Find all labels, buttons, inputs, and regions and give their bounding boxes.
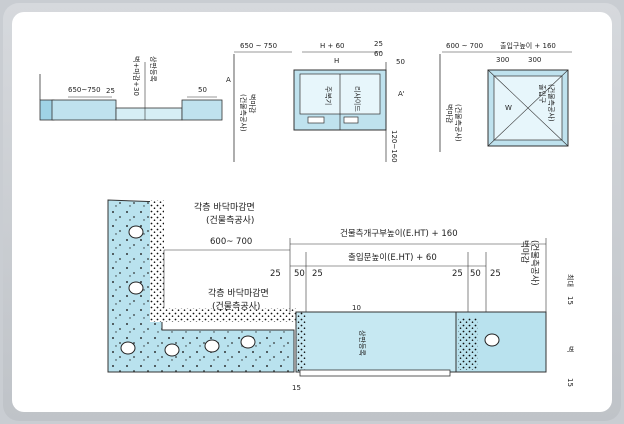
main-wall-finish: 벽마감 — [519, 240, 530, 264]
main-dim-15c: 15 — [566, 378, 574, 387]
d2-vert-d: 리사이드 — [353, 86, 362, 112]
main-dim-15a: 15 — [292, 384, 301, 392]
elevator-sill-drawing: 650~750 50 25 벽+마감+30 상판등록 650 ~ 750 H +… — [39, 40, 575, 392]
main-max-label: 최대 — [566, 274, 575, 287]
main-dim-600: 600~ 700 — [210, 237, 252, 247]
detail-3-plan: 600 ~ 700 출입구높이 + 160 300 300 W 벽마감 (건물측… — [439, 41, 572, 152]
d3-dim-top: 600 ~ 700 — [446, 42, 483, 50]
d2-dim-top: 650 ~ 750 — [240, 42, 277, 50]
d1-dim-wall: 650~750 — [68, 86, 101, 94]
d3-vert-c: 출입구 — [538, 84, 547, 104]
main-wall-label: 벽 — [566, 346, 575, 352]
main-dim-opening: 건물측개구부높이(E.HT) + 160 — [340, 228, 458, 239]
d3-dim-top2: 출입구높이 + 160 — [500, 41, 556, 50]
d2-label-b: A' — [398, 90, 405, 98]
main-dim-10: 10 — [352, 304, 361, 312]
main-dim-25b: 25 — [312, 269, 323, 279]
main-floor-label1: 각층 바닥마감면 — [194, 201, 255, 213]
d2-label-a: A — [226, 76, 231, 84]
main-dim-25c: 25 — [452, 269, 463, 279]
main-floor-label2: 각층 바닥마감면 — [208, 287, 269, 299]
main-dim-50a: 50 — [294, 269, 305, 279]
d3-label-w: W — [505, 104, 512, 112]
d2-dim-side: 120~160 — [390, 130, 398, 163]
d3-vert-a: 벽마감 — [445, 104, 454, 124]
main-sill-section: 각층 바닥마감면 (건물측공사) 600~ 700 건물측개구부높이(E.HT)… — [107, 199, 575, 392]
d2-dim-h: H — [334, 57, 339, 65]
d3-dim-300b: 300 — [528, 56, 541, 64]
main-dim-25d: 25 — [490, 269, 501, 279]
d2-dim-25: 25 — [374, 40, 383, 48]
main-wall-finish-sub: (건물측공사) — [529, 240, 540, 286]
d3-vert-b: (건물측공사) — [454, 104, 463, 142]
d2-vert-a: (건물측공사) — [239, 94, 248, 132]
d3-vert-d: (건물측공사) — [547, 84, 556, 122]
main-dim-15b: 15 — [566, 296, 574, 305]
main-floor-label2-sub: (건물측공사) — [212, 301, 260, 312]
d1-dim-50: 50 — [198, 86, 207, 94]
main-dim-50b: 50 — [470, 269, 481, 279]
d2-dim-60: 60 — [374, 50, 383, 58]
d2-vert-b: 벽마감 — [248, 94, 257, 114]
d1-vert-label2: 상판등록 — [149, 56, 158, 82]
d2-dim-50: 50 — [396, 58, 405, 66]
d3-dim-300a: 300 — [496, 56, 509, 64]
detail-2-front-elevation: 650 ~ 750 H + 60 25 60 H 50 120~160 A A'… — [226, 40, 405, 163]
detail-1-sill-section: 650~750 50 25 벽+마감+30 상판등록 — [39, 56, 223, 121]
drawing-sheet: 650~750 50 25 벽+마감+30 상판등록 650 ~ 750 H +… — [12, 12, 612, 412]
main-floor-label1-sub: (건물측공사) — [206, 215, 254, 226]
d1-vert-label: 벽+마감+30 — [132, 56, 141, 96]
main-dim-25a: 25 — [270, 269, 281, 279]
main-dim-door: 출입문높이(E.HT) + 60 — [348, 252, 437, 263]
d1-dim-25: 25 — [106, 87, 115, 95]
main-sill-label: 상판등록 — [358, 330, 367, 356]
d2-dim-h60: H + 60 — [320, 42, 345, 50]
d2-vert-c: 주복기 — [324, 86, 333, 105]
